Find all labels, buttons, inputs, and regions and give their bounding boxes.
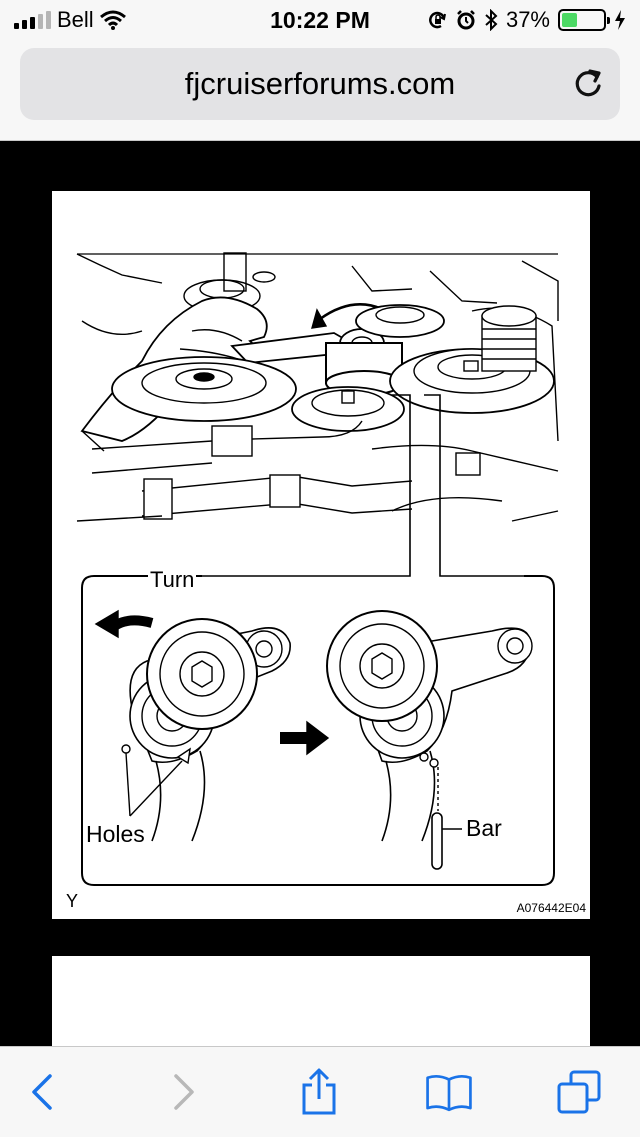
tabs-icon — [557, 1070, 601, 1114]
bar-label: Bar — [466, 815, 502, 841]
bluetooth-icon — [485, 9, 498, 31]
diagram-illustration — [76, 252, 559, 886]
clock: 10:22 PM — [270, 7, 370, 33]
service-diagram: Turn Holes Bar Y A076442E04 — [52, 191, 590, 919]
address-bar[interactable]: fjcruiserforums.com — [20, 48, 620, 120]
next-content-block — [52, 956, 590, 1051]
carrier-name: Bell — [57, 7, 94, 32]
wifi-icon — [99, 10, 126, 30]
back-button[interactable] — [18, 1067, 68, 1117]
status-icons: 37% — [428, 7, 626, 33]
tabs-button[interactable] — [554, 1067, 604, 1117]
status-bar: Bell 10:22 PM 37% — [0, 0, 640, 40]
battery-icon — [558, 9, 610, 31]
callout-turn-label: Turn — [148, 567, 197, 593]
browser-toolbar — [0, 1046, 640, 1137]
share-icon — [302, 1068, 336, 1115]
signal-icon — [14, 11, 51, 29]
web-content[interactable]: Turn Holes Bar Y A076442E04 — [0, 141, 640, 1051]
alarm-icon — [457, 10, 475, 30]
charging-icon — [615, 10, 625, 30]
holes-label: Holes — [86, 821, 145, 847]
battery-percent: 37% — [505, 7, 550, 32]
forward-button[interactable] — [158, 1067, 208, 1117]
bookmarks-button[interactable] — [424, 1067, 474, 1117]
browser-header: fjcruiserforums.com — [0, 40, 640, 141]
back-icon — [32, 1074, 52, 1110]
orientation-lock-icon — [429, 11, 446, 29]
reload-icon[interactable] — [570, 66, 606, 102]
share-button[interactable] — [294, 1067, 344, 1117]
url-text[interactable]: fjcruiserforums.com — [184, 66, 456, 101]
corner-letter: Y — [66, 891, 79, 911]
forward-icon — [174, 1074, 194, 1110]
figure-code: A076442E04 — [516, 901, 586, 915]
battery-fill — [562, 13, 577, 27]
bookmarks-icon — [426, 1074, 472, 1112]
carrier: Bell — [14, 7, 126, 33]
